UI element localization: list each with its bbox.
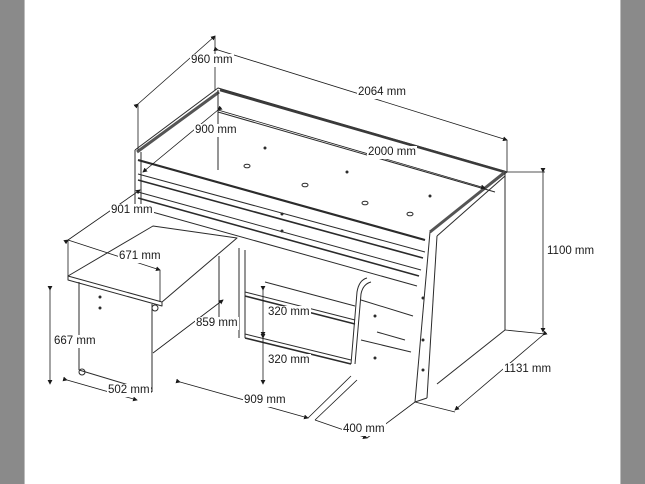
dimension-label-2064: 2064 mm	[357, 86, 407, 99]
dimension-label-1100: 1100 mm	[546, 245, 596, 258]
dimension-label-502: 502 mm	[107, 384, 151, 397]
dimension-label-320-lower: 320 mm	[267, 354, 311, 367]
diagram-canvas: 960 mm 2064 mm 900 mm 2000 mm 901 mm 671…	[25, 0, 620, 484]
dimension-label-859: 859 mm	[195, 317, 239, 330]
dimension-label-400: 400 mm	[342, 423, 386, 436]
dimension-label-1131: 1131 mm	[503, 363, 553, 376]
dimension-label-900: 900 mm	[194, 124, 238, 137]
dimension-label-960: 960 mm	[190, 54, 234, 67]
dimension-label-320-upper: 320 mm	[267, 306, 311, 319]
right-frame-border	[620, 0, 645, 484]
dimension-label-901: 901 mm	[110, 204, 154, 217]
left-frame-border	[0, 0, 25, 484]
dimension-label-909: 909 mm	[243, 394, 287, 407]
dimension-label-671: 671 mm	[118, 250, 162, 263]
dimension-label-667: 667 mm	[53, 335, 97, 348]
dimension-label-2000: 2000 mm	[367, 146, 417, 159]
